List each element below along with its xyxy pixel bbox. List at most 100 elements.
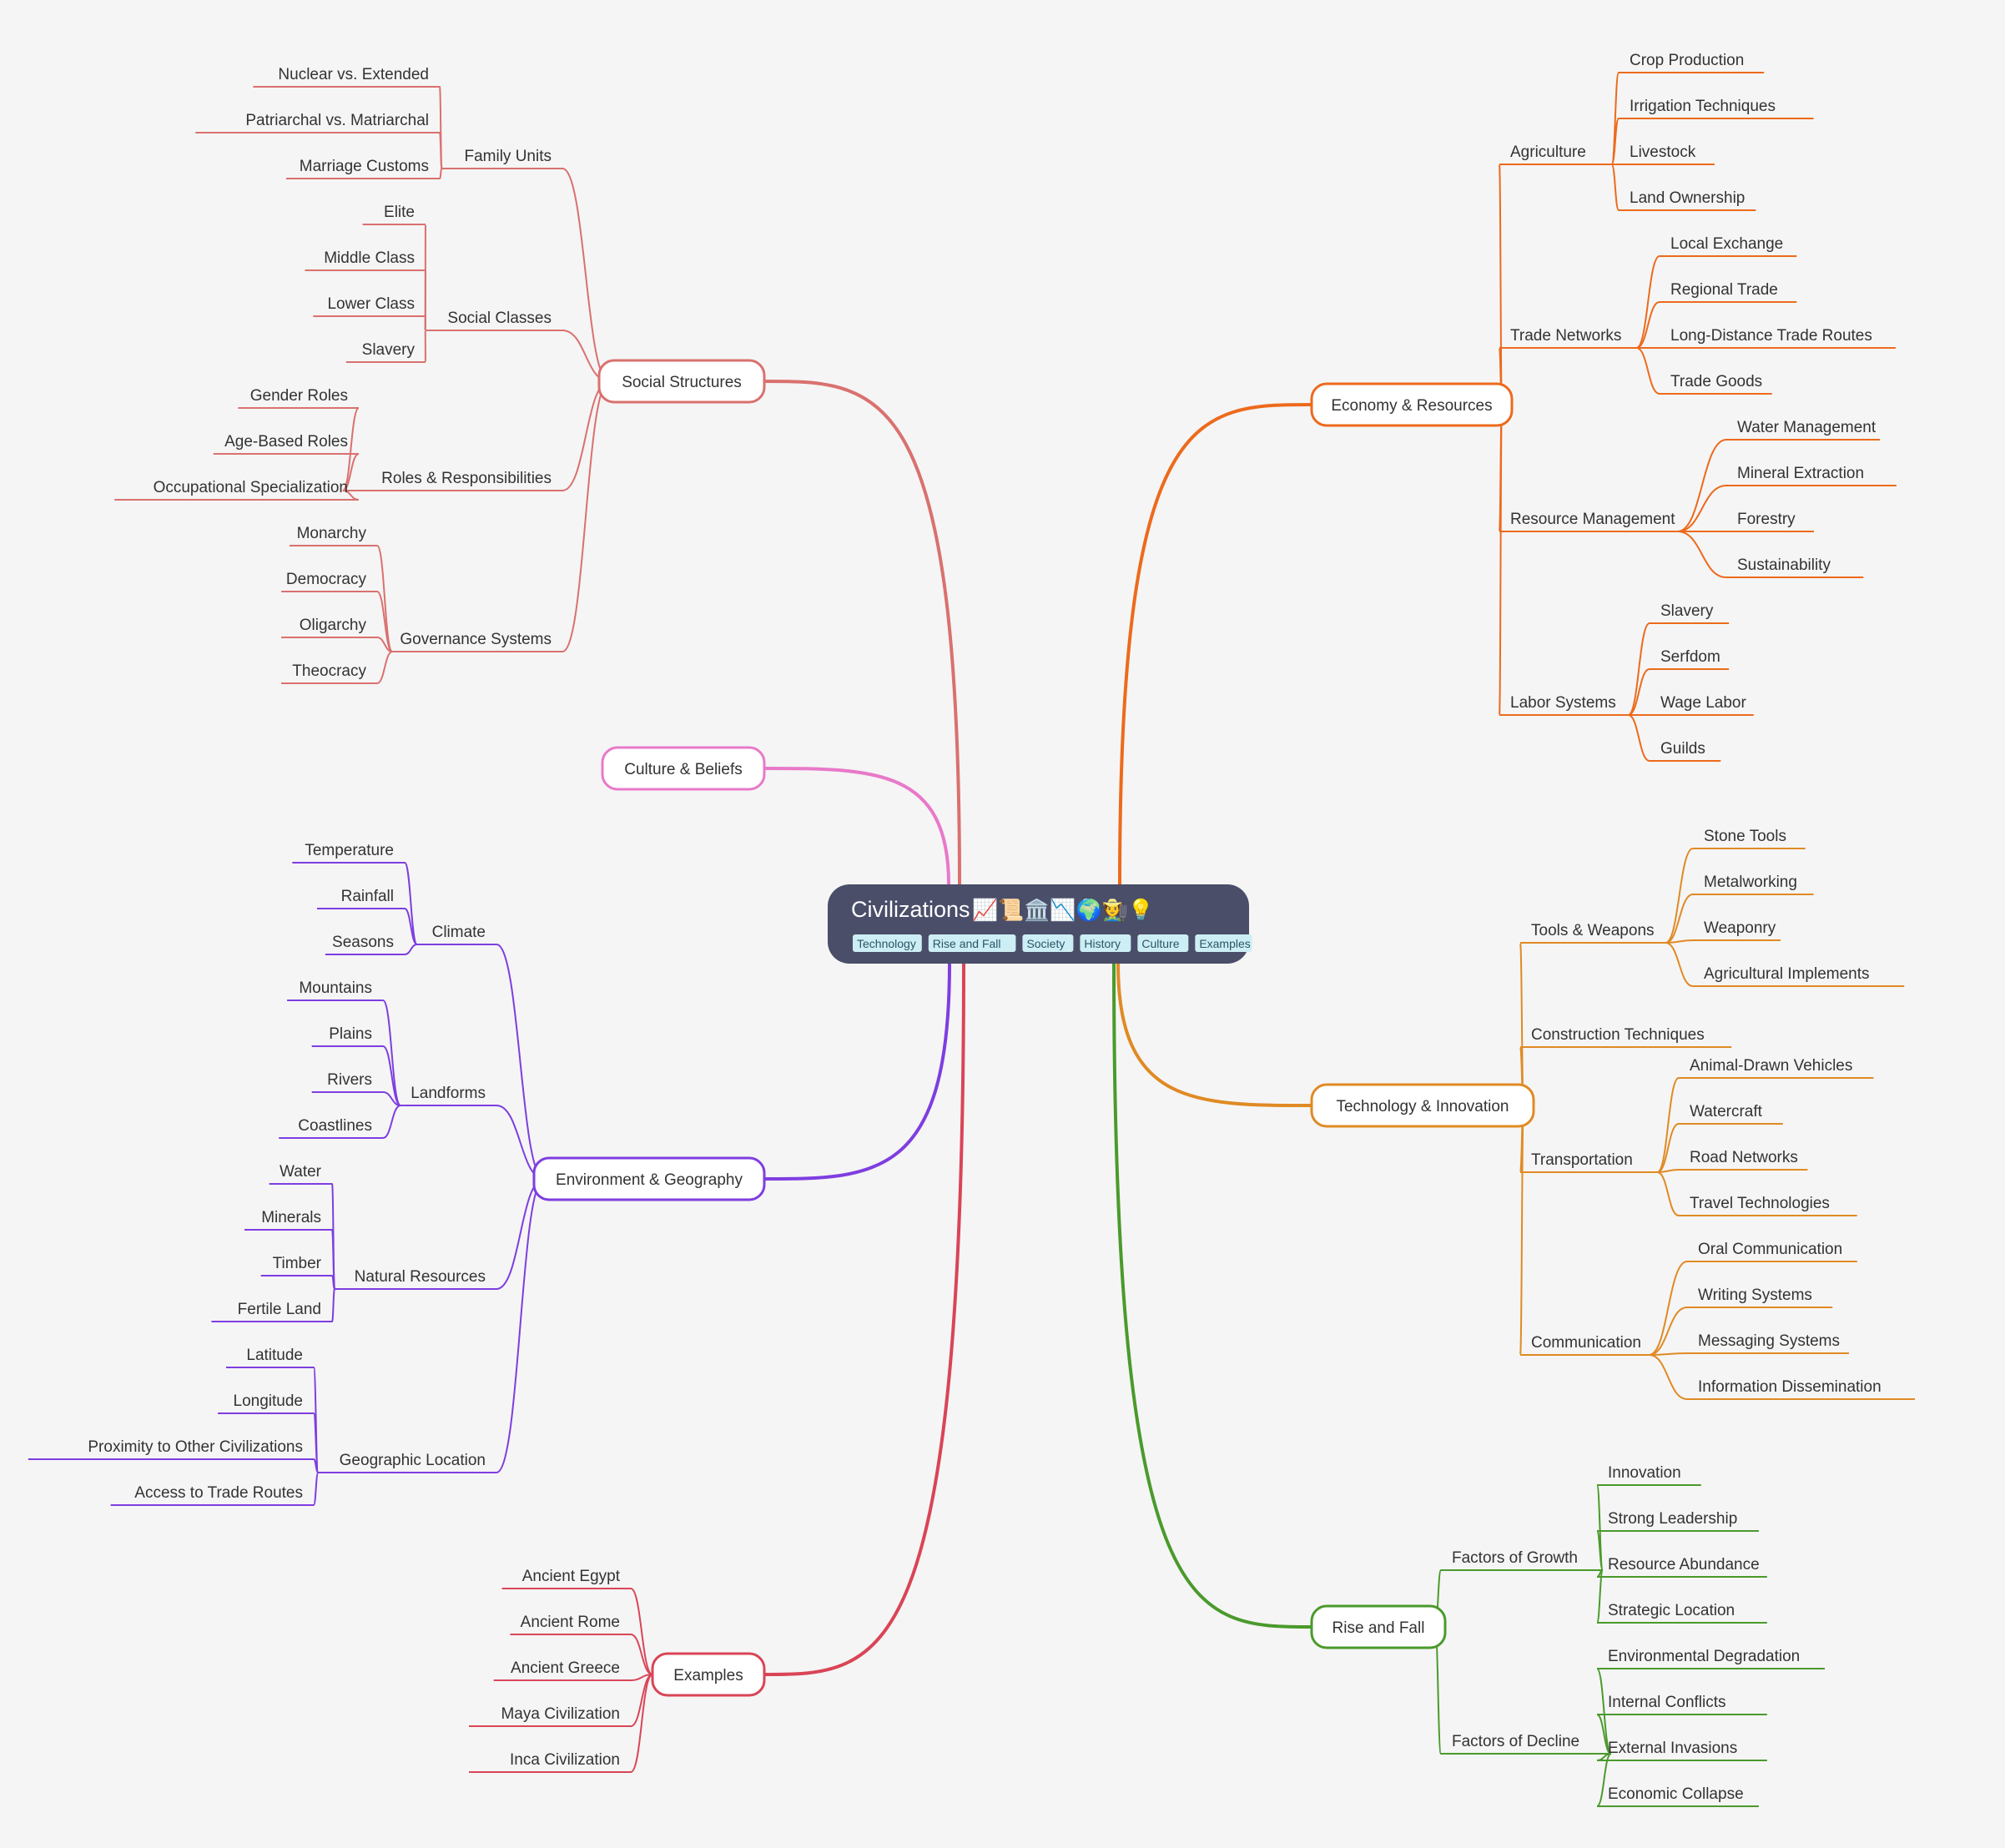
topic-factors-of-decline[interactable]: Factors of Decline bbox=[1441, 1733, 1611, 1755]
leaf-travel-technologies[interactable]: Travel Technologies bbox=[1679, 1195, 1857, 1216]
leaf-slavery[interactable]: Slavery bbox=[1650, 602, 1730, 624]
leaf-occupational-specialization[interactable]: Occupational Specialization bbox=[114, 479, 359, 501]
leaf-weaponry[interactable]: Weaponry bbox=[1693, 919, 1781, 941]
topic-tools-and-weapons[interactable]: Tools & Weapons bbox=[1520, 922, 1666, 944]
topic-landforms[interactable]: Landforms bbox=[400, 1085, 496, 1106]
topic-factors-of-growth[interactable]: Factors of Growth bbox=[1441, 1549, 1603, 1571]
leaf-theocracy[interactable]: Theocracy bbox=[281, 662, 377, 684]
branch-economy-and-resources[interactable]: Economy & Resources bbox=[1310, 382, 1514, 427]
branch-culture-and-beliefs[interactable]: Culture & Beliefs bbox=[601, 746, 766, 791]
leaf-longitude[interactable]: Longitude bbox=[218, 1392, 314, 1414]
leaf-land-ownership[interactable]: Land Ownership bbox=[1619, 189, 1756, 211]
leaf-seasons[interactable]: Seasons bbox=[325, 934, 405, 955]
leaf-forestry[interactable]: Forestry bbox=[1726, 511, 1815, 532]
topic-agriculture[interactable]: Agriculture bbox=[1499, 144, 1612, 165]
leaf-regional-trade[interactable]: Regional Trade bbox=[1660, 281, 1797, 303]
leaf-animal-drawn-vehicles[interactable]: Animal-Drawn Vehicles bbox=[1679, 1057, 1874, 1079]
branch-technology-and-innovation[interactable]: Technology & Innovation bbox=[1310, 1083, 1535, 1128]
leaf-age-based-roles[interactable]: Age-Based Roles bbox=[213, 433, 359, 455]
branch-environment-and-geography[interactable]: Environment & Geography bbox=[532, 1156, 766, 1201]
leaf-rainfall[interactable]: Rainfall bbox=[316, 888, 405, 909]
leaf-strategic-location[interactable]: Strategic Location bbox=[1597, 1602, 1767, 1624]
leaf-internal-conflicts[interactable]: Internal Conflicts bbox=[1597, 1694, 1767, 1715]
leaf-proximity-to-other-civilizations[interactable]: Proximity to Other Civilizations bbox=[28, 1438, 314, 1460]
leaf-water-management[interactable]: Water Management bbox=[1726, 419, 1881, 441]
leaf-messaging-systems[interactable]: Messaging Systems bbox=[1687, 1332, 1849, 1354]
leaf-local-exchange[interactable]: Local Exchange bbox=[1660, 235, 1797, 257]
leaf-mountains[interactable]: Mountains bbox=[287, 979, 383, 1001]
topic-climate[interactable]: Climate bbox=[416, 924, 496, 945]
leaf-temperature[interactable]: Temperature bbox=[292, 842, 405, 864]
topic-geographic-location[interactable]: Geographic Location bbox=[318, 1452, 496, 1473]
leaf-road-networks[interactable]: Road Networks bbox=[1679, 1149, 1808, 1171]
leaf-coastlines[interactable]: Coastlines bbox=[279, 1117, 383, 1139]
leaf-oral-communication[interactable]: Oral Communication bbox=[1687, 1241, 1857, 1262]
topic-natural-resources[interactable]: Natural Resources bbox=[335, 1268, 496, 1290]
leaf-writing-systems[interactable]: Writing Systems bbox=[1687, 1287, 1833, 1308]
leaf-inca-civilization[interactable]: Inca Civilization bbox=[469, 1751, 631, 1773]
leaf-gender-roles[interactable]: Gender Roles bbox=[238, 387, 359, 409]
leaf-crop-production[interactable]: Crop Production bbox=[1619, 52, 1765, 73]
leaf-irrigation-techniques[interactable]: Irrigation Techniques bbox=[1619, 98, 1814, 119]
leaf-nuclear-vs-extended[interactable]: Nuclear vs. Extended bbox=[253, 66, 440, 88]
leaf-minerals[interactable]: Minerals bbox=[244, 1209, 332, 1231]
leaf-wage-labor[interactable]: Wage Labor bbox=[1650, 694, 1754, 716]
leaf-innovation[interactable]: Innovation bbox=[1597, 1464, 1701, 1486]
leaf-middle-class[interactable]: Middle Class bbox=[305, 249, 426, 271]
topic-roles-and-responsibilities[interactable]: Roles & Responsibilities bbox=[342, 470, 562, 491]
leaf-ancient-rome[interactable]: Ancient Rome bbox=[510, 1614, 631, 1635]
leaf-resource-abundance[interactable]: Resource Abundance bbox=[1597, 1556, 1767, 1578]
topic-trade-networks[interactable]: Trade Networks bbox=[1499, 327, 1637, 349]
leaf-slavery[interactable]: Slavery bbox=[345, 341, 426, 363]
leaf-monarchy[interactable]: Monarchy bbox=[289, 525, 377, 546]
leaf-trade-goods[interactable]: Trade Goods bbox=[1660, 373, 1772, 395]
topic-family-units[interactable]: Family Units bbox=[441, 148, 562, 169]
branch-rise-and-fall[interactable]: Rise and Fall bbox=[1310, 1604, 1447, 1649]
leaf-serfdom[interactable]: Serfdom bbox=[1650, 648, 1730, 670]
leaf-ancient-greece[interactable]: Ancient Greece bbox=[493, 1659, 631, 1681]
leaf-elite[interactable]: Elite bbox=[362, 204, 426, 225]
leaf-latitude[interactable]: Latitude bbox=[225, 1347, 314, 1368]
topic-governance-systems[interactable]: Governance Systems bbox=[392, 631, 562, 652]
leaf-guilds[interactable]: Guilds bbox=[1650, 740, 1721, 762]
leaf-lower-class[interactable]: Lower Class bbox=[313, 295, 426, 317]
leaf-sustainability[interactable]: Sustainability bbox=[1726, 556, 1864, 578]
topic-resource-management[interactable]: Resource Management bbox=[1499, 511, 1678, 532]
tag-chip bbox=[1195, 934, 1252, 952]
leaf-watercraft[interactable]: Watercraft bbox=[1679, 1103, 1783, 1125]
leaf-stone-tools[interactable]: Stone Tools bbox=[1693, 828, 1806, 849]
branch-examples[interactable]: Examples bbox=[651, 1652, 766, 1697]
leaf-economic-collapse[interactable]: Economic Collapse bbox=[1597, 1785, 1759, 1807]
leaf-metalworking[interactable]: Metalworking bbox=[1693, 874, 1814, 895]
tag-label: History bbox=[1084, 937, 1121, 950]
topic-communication[interactable]: Communication bbox=[1520, 1334, 1650, 1356]
leaf-information-dissemination[interactable]: Information Dissemination bbox=[1687, 1378, 1915, 1400]
leaf-timber[interactable]: Timber bbox=[260, 1255, 332, 1276]
branch-social-structures[interactable]: Social Structures bbox=[597, 359, 766, 404]
branch-box bbox=[597, 359, 766, 404]
topic-labor-systems[interactable]: Labor Systems bbox=[1499, 694, 1629, 716]
leaf-access-to-trade-routes[interactable]: Access to Trade Routes bbox=[110, 1484, 314, 1506]
leaf-external-invasions[interactable]: External Invasions bbox=[1597, 1740, 1767, 1761]
topic-construction-techniques[interactable]: Construction Techniques bbox=[1520, 1026, 1732, 1048]
branch-connector bbox=[763, 380, 961, 885]
leaf-strong-leadership[interactable]: Strong Leadership bbox=[1597, 1510, 1759, 1532]
leaf-mineral-extraction[interactable]: Mineral Extraction bbox=[1726, 465, 1897, 486]
leaf-environmental-degradation[interactable]: Environmental Degradation bbox=[1597, 1648, 1825, 1669]
leaf-water[interactable]: Water bbox=[269, 1163, 332, 1185]
leaf-oligarchy[interactable]: Oligarchy bbox=[281, 617, 377, 638]
leaf-rivers[interactable]: Rivers bbox=[311, 1071, 383, 1093]
leaf-patriarchal-vs-matriarchal[interactable]: Patriarchal vs. Matriarchal bbox=[195, 112, 440, 133]
leaf-fertile-land[interactable]: Fertile Land bbox=[211, 1301, 332, 1322]
leaf-livestock[interactable]: Livestock bbox=[1619, 144, 1715, 165]
leaf-agricultural-implements[interactable]: Agricultural Implements bbox=[1693, 965, 1905, 987]
topic-social-classes[interactable]: Social Classes bbox=[425, 310, 562, 331]
leaf-marriage-customs[interactable]: Marriage Customs bbox=[285, 158, 440, 179]
leaf-plains[interactable]: Plains bbox=[311, 1025, 383, 1047]
leaf-maya-civilization[interactable]: Maya Civilization bbox=[469, 1705, 631, 1727]
leaf-long-distance-trade-routes[interactable]: Long-Distance Trade Routes bbox=[1660, 327, 1896, 349]
leaf-democracy[interactable]: Democracy bbox=[281, 571, 377, 592]
topic-transportation[interactable]: Transportation bbox=[1520, 1151, 1658, 1173]
leaf-ancient-egypt[interactable]: Ancient Egypt bbox=[501, 1568, 631, 1589]
